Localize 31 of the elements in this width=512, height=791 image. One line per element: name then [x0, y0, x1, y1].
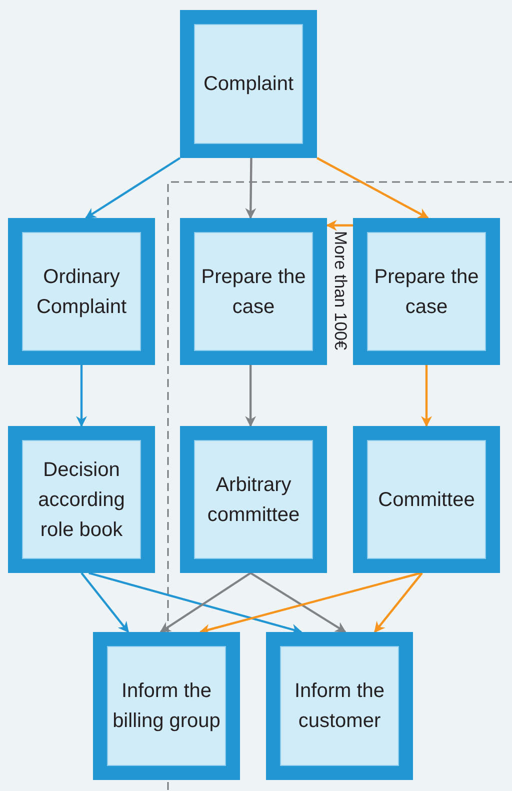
arrow — [88, 572, 302, 635]
arrow — [245, 365, 256, 428]
arrow — [326, 220, 353, 231]
process-box — [353, 426, 500, 573]
box-label: Committee — [377, 488, 476, 512]
process-box — [266, 632, 413, 780]
box-label: Inform the customer — [293, 679, 386, 734]
process-box — [353, 218, 500, 365]
box-label: Prepare the case — [373, 264, 480, 320]
box-label: Decision according role book — [37, 458, 126, 542]
arrow — [245, 158, 256, 220]
arrow — [421, 365, 432, 428]
process-box — [8, 426, 155, 573]
box-label: Ordinary Complaint — [35, 264, 128, 320]
arrow — [374, 572, 423, 633]
process-box — [180, 10, 317, 158]
arrow — [84, 157, 181, 219]
arrow — [250, 572, 346, 633]
arrow — [199, 572, 421, 635]
arrow — [80, 572, 130, 633]
process-box — [180, 218, 327, 365]
box-label: Inform the billing group — [112, 679, 222, 734]
box-label: Prepare the case — [200, 264, 307, 320]
box-label: Arbitrary committee — [206, 472, 301, 528]
process-box — [8, 218, 155, 365]
arrow — [316, 157, 429, 219]
arrow — [160, 572, 252, 633]
box-label: Complaint — [202, 72, 295, 97]
process-box — [180, 426, 327, 573]
process-box — [93, 632, 240, 780]
arrow — [76, 365, 87, 428]
